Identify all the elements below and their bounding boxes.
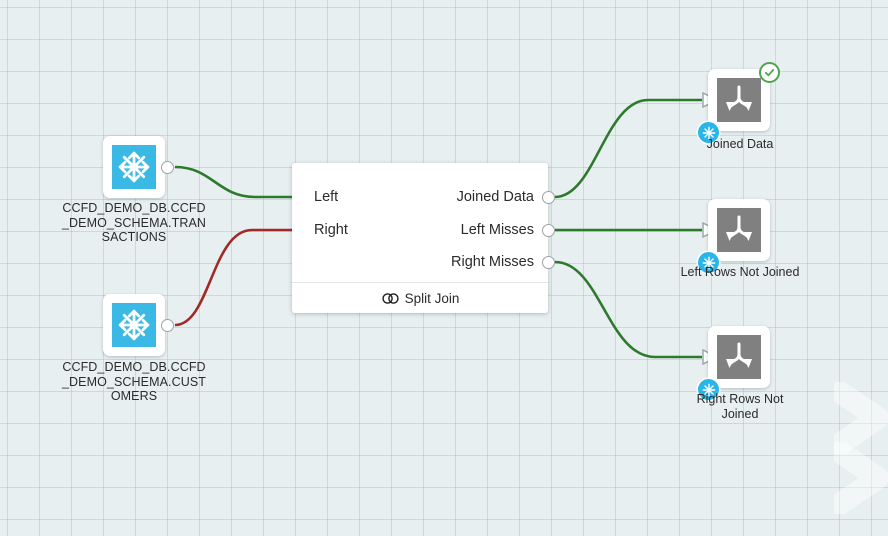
- sink-node-right-rows-not-joined[interactable]: [708, 326, 770, 388]
- source-node-transactions[interactable]: [103, 136, 165, 198]
- port-circle-joined-data[interactable]: [542, 191, 555, 204]
- output-port-joined-data-label: Joined Data: [456, 189, 534, 205]
- source-label-customers: CCFD_DEMO_DB.CCFD_DEMO_SCHEMA.CUSTOMERS: [61, 360, 207, 403]
- output-port-left-misses[interactable]: Left Misses: [461, 222, 534, 238]
- operator-node-split-join[interactable]: Left Right Joined Data Left Misses Right…: [292, 163, 548, 313]
- sink-label-joined-data: Joined Data: [706, 137, 774, 151]
- split-arrow-icon: [717, 335, 761, 379]
- snowflake-badge-icon: [698, 252, 719, 273]
- output-port-right-misses-label: Right Misses: [451, 254, 534, 270]
- snowflake-badge-icon: [698, 379, 719, 400]
- watermark-chevron-icon: [834, 442, 888, 514]
- port-circle-right-misses[interactable]: [542, 256, 555, 269]
- input-port-right[interactable]: Right: [306, 222, 348, 238]
- output-port-customers[interactable]: [161, 319, 174, 332]
- operator-ports: Left Right Joined Data Left Misses Right…: [292, 163, 548, 282]
- output-port-left-misses-label: Left Misses: [460, 222, 534, 238]
- watermark-chevron-icon: [834, 382, 888, 454]
- snowflake-icon: [112, 303, 156, 347]
- edge-transactions-to-left: [174, 165, 292, 199]
- sink-label-right-rows-not-joined: Right Rows Not Joined: [696, 392, 784, 421]
- split-arrow-icon: [717, 78, 761, 122]
- split-join-icon: [381, 292, 400, 305]
- input-port-right-label: Right: [314, 222, 348, 238]
- port-circle-left-misses[interactable]: [542, 224, 555, 237]
- output-port-joined-data[interactable]: Joined Data: [457, 189, 534, 205]
- status-badge-check-icon: [759, 62, 780, 83]
- snowflake-badge-icon: [698, 122, 719, 143]
- sink-node-left-rows-not-joined[interactable]: [708, 199, 770, 261]
- snowflake-icon: [112, 145, 156, 189]
- output-port-transactions[interactable]: [161, 161, 174, 174]
- operator-footer[interactable]: Split Join: [292, 282, 548, 313]
- source-label-transactions: CCFD_DEMO_DB.CCFD_DEMO_SCHEMA.TRANSACTIO…: [61, 201, 207, 244]
- operator-footer-label: Split Join: [404, 290, 460, 306]
- sink-node-joined-data[interactable]: [708, 69, 770, 131]
- output-port-right-misses[interactable]: Right Misses: [451, 254, 534, 270]
- split-arrow-icon: [717, 208, 761, 252]
- source-node-customers[interactable]: [103, 294, 165, 356]
- input-port-left-label: Left: [314, 189, 339, 205]
- sink-label-left-rows-not-joined: Left Rows Not Joined: [680, 265, 800, 279]
- input-port-left[interactable]: Left: [306, 189, 338, 205]
